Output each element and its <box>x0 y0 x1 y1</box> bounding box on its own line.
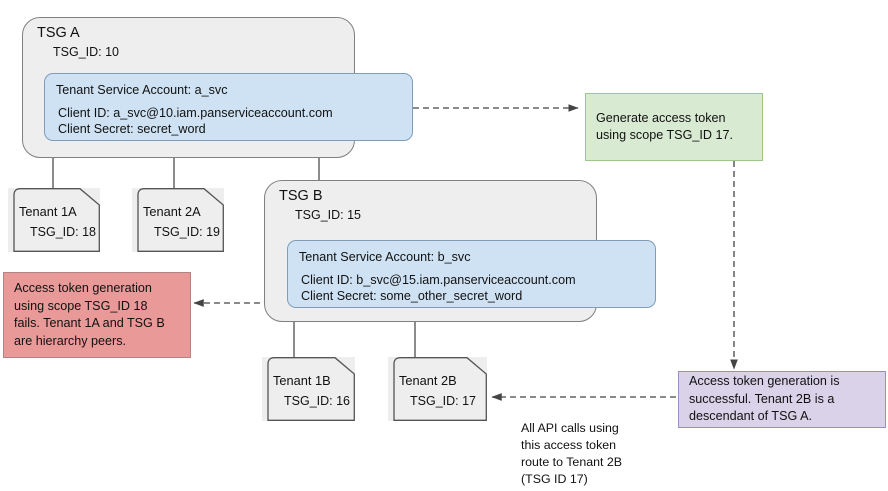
service-account-b-svc-title: Tenant Service Account: b_svc <box>299 250 471 264</box>
note-generate-token[interactable]: Generate access token using scope TSG_ID… <box>585 93 763 161</box>
tenant-2b-subtitle: TSG_ID: 17 <box>410 394 476 408</box>
tenant-1b[interactable]: Tenant 1B TSG_ID: 16 <box>262 357 355 421</box>
tenant-1b-subtitle: TSG_ID: 16 <box>284 394 350 408</box>
tenant-2a[interactable]: Tenant 2A TSG_ID: 19 <box>132 188 224 252</box>
service-account-a-svc[interactable]: Tenant Service Account: a_svc Client ID:… <box>44 73 413 141</box>
tenant-2a-title: Tenant 2A <box>143 204 201 219</box>
tenant-1b-shape <box>267 357 355 421</box>
service-account-b-svc[interactable]: Tenant Service Account: b_svc Client ID:… <box>287 240 656 308</box>
group-tsg-a-title: TSG A <box>37 25 80 41</box>
note-token-failure[interactable]: Access token generation using scope TSG_… <box>3 272 191 358</box>
tenant-1a-title: Tenant 1A <box>19 204 77 219</box>
group-tsg-a-subtitle: TSG_ID: 10 <box>53 45 119 59</box>
tenant-1a-shape <box>13 188 100 252</box>
note-generate-token-text: Generate access token using scope TSG_ID… <box>596 110 733 143</box>
caption-api-routing: All API calls using this access token ro… <box>521 421 623 486</box>
service-account-a-svc-client-secret: Client Secret: secret_word <box>58 122 206 136</box>
group-tsg-b-title: TSG B <box>279 188 323 204</box>
group-tsg-b-subtitle: TSG_ID: 15 <box>295 208 361 222</box>
tenant-2b-title: Tenant 2B <box>399 373 457 388</box>
tenant-1a[interactable]: Tenant 1A TSG_ID: 18 <box>8 188 100 252</box>
note-token-success-text: Access token generation is successful. T… <box>689 374 840 424</box>
hierarchy-edges-tsg-b <box>293 322 416 357</box>
spacer <box>56 98 401 105</box>
tenant-2a-subtitle: TSG_ID: 19 <box>154 225 220 239</box>
service-account-b-svc-client-secret: Client Secret: some_other_secret_word <box>301 289 523 303</box>
spacer <box>299 265 644 272</box>
tenant-2a-shape <box>137 188 224 252</box>
service-account-a-svc-title: Tenant Service Account: a_svc <box>56 83 228 97</box>
service-account-b-svc-client-id: Client ID: b_svc@15.iam.panserviceaccoun… <box>301 273 576 287</box>
note-token-success[interactable]: Access token generation is successful. T… <box>678 371 886 428</box>
note-token-failure-text: Access token generation using scope TSG_… <box>14 281 165 348</box>
tenant-2b[interactable]: Tenant 2B TSG_ID: 17 <box>388 357 487 421</box>
service-account-a-svc-client-id: Client ID: a_svc@10.iam.panserviceaccoun… <box>58 106 333 120</box>
tenant-1a-subtitle: TSG_ID: 18 <box>30 225 96 239</box>
tenant-1b-title: Tenant 1B <box>273 373 331 388</box>
tenant-2b-shape <box>393 357 487 421</box>
